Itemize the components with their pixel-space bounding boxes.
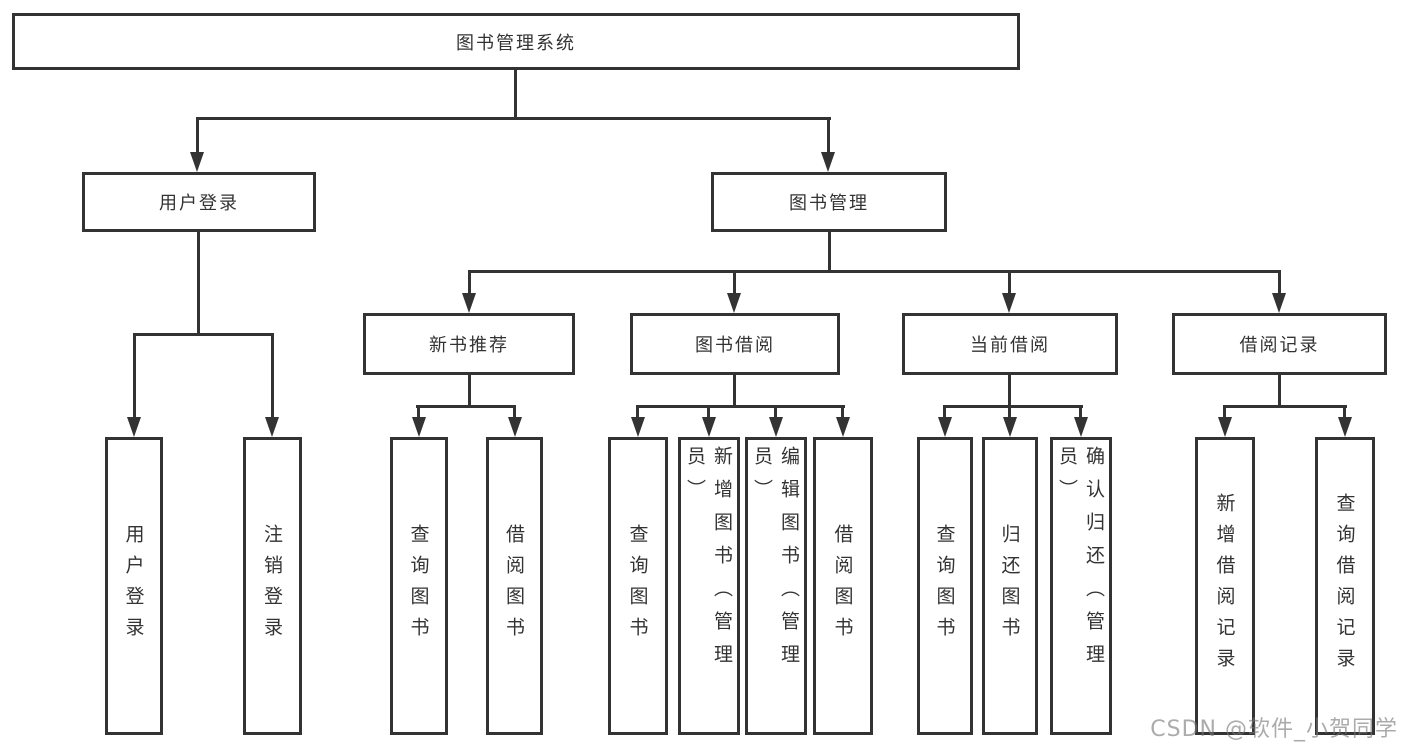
leaf-query-book-3: 查询图书 <box>917 437 973 735</box>
connector-line <box>1079 405 1082 418</box>
node-borrow-record: 借阅记录 <box>1172 313 1387 375</box>
arrow-down-icon <box>1218 417 1232 437</box>
connector-line <box>468 375 471 407</box>
connector-line <box>774 405 777 418</box>
connector-line <box>514 70 517 118</box>
node-current-borrow: 当前借阅 <box>902 313 1118 375</box>
node-new-book-recommend: 新书推荐 <box>363 313 575 375</box>
leaf-add-borrow-record: 新增借阅记录 <box>1195 437 1255 735</box>
connector-line <box>196 117 199 155</box>
connector-line <box>417 405 420 418</box>
arrow-down-icon <box>702 417 716 437</box>
arrow-down-icon <box>190 152 204 172</box>
connector-line <box>943 405 946 418</box>
arrow-down-icon <box>508 417 522 437</box>
connector-line <box>1223 405 1347 408</box>
arrow-down-icon <box>1074 417 1088 437</box>
connector-line <box>197 232 200 335</box>
connector-line <box>468 270 471 295</box>
leaf-borrow-book-1: 借阅图书 <box>486 437 543 735</box>
connector-line <box>943 405 1083 408</box>
leaf-query-borrow-record: 查询借阅记录 <box>1315 437 1375 735</box>
leaf-return-book: 归还图书 <box>982 437 1038 735</box>
node-book-borrow: 图书借阅 <box>630 313 840 375</box>
arrow-down-icon <box>265 417 279 437</box>
leaf-confirm-return-admin: 确认归还（管理员） <box>1050 437 1112 735</box>
connector-line <box>841 405 844 418</box>
connector-line <box>416 405 516 408</box>
arrow-down-icon <box>631 417 645 437</box>
arrow-down-icon <box>1338 417 1352 437</box>
leaf-logout: 注销登录 <box>243 437 302 735</box>
connector-line <box>636 405 845 408</box>
connector-line <box>1278 375 1281 407</box>
connector-line <box>271 333 274 417</box>
connector-line <box>733 375 736 407</box>
csdn-watermark: CSDN @软件_小贺同学 <box>1150 717 1398 742</box>
connector-line <box>1008 270 1011 295</box>
arrow-down-icon <box>836 417 850 437</box>
node-root: 图书管理系统 <box>12 13 1020 70</box>
arrow-down-icon <box>412 417 426 437</box>
connector-line <box>1008 375 1011 407</box>
arrow-down-icon <box>462 293 476 313</box>
connector-line <box>827 117 830 155</box>
leaf-add-book-admin: 新增图书（管理员） <box>678 437 740 735</box>
arrow-down-icon <box>821 152 835 172</box>
connector-line <box>133 333 136 417</box>
connector-line <box>1278 270 1281 295</box>
connector-line <box>707 405 710 418</box>
arrow-down-icon <box>769 417 783 437</box>
arrow-down-icon <box>1002 293 1016 313</box>
connector-line <box>828 232 831 272</box>
leaf-borrow-book-2: 借阅图书 <box>813 437 873 735</box>
connector-line <box>636 405 639 418</box>
arrow-down-icon <box>1003 417 1017 437</box>
connector-line <box>1343 405 1346 418</box>
arrow-down-icon <box>1272 293 1286 313</box>
connector-line <box>513 405 516 418</box>
connector-line <box>468 270 1281 273</box>
arrow-down-icon <box>727 293 741 313</box>
connector-line <box>196 117 831 120</box>
connector-line <box>1008 405 1011 418</box>
leaf-query-book-1: 查询图书 <box>390 437 448 735</box>
connector-line <box>133 333 274 336</box>
connector-line <box>733 270 736 295</box>
node-user-login: 用户登录 <box>82 172 316 232</box>
connector-line <box>1223 405 1226 418</box>
node-book-management: 图书管理 <box>711 172 947 232</box>
arrow-down-icon <box>127 417 141 437</box>
arrow-down-icon <box>938 417 952 437</box>
leaf-edit-book-admin: 编辑图书（管理员） <box>745 437 807 735</box>
leaf-query-book-2: 查询图书 <box>608 437 668 735</box>
leaf-user-login: 用户登录 <box>105 437 163 735</box>
